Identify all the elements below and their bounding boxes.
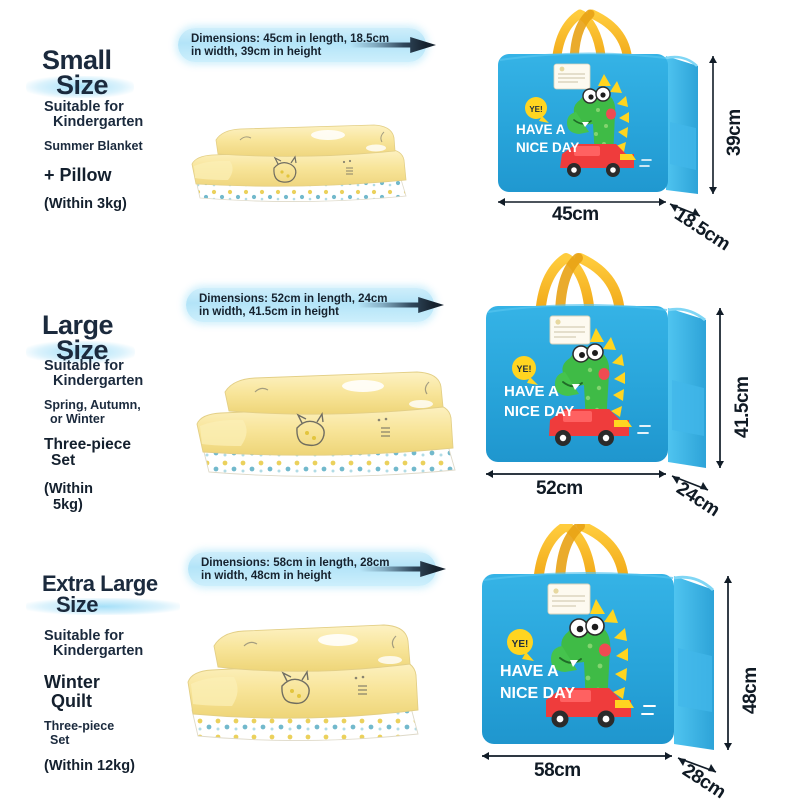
section-large-size: Large Size Dimensions: 52cm in length, 2…: [0, 252, 800, 521]
feature-line1: Three-piece: [44, 718, 115, 733]
size-title-extra-large: Extra Large Size: [26, 553, 180, 637]
weight-line2: 5kg): [53, 496, 83, 513]
size-title-small: Small Size: [26, 22, 133, 125]
dinosaur-graphic: [555, 328, 625, 424]
bedding-illustration: [196, 371, 456, 477]
feature-label: Three-piece Set: [44, 435, 143, 470]
dimension-banner-large: Dimensions: 52cm in length, 24cm in widt…: [186, 288, 444, 322]
bag-slogan-line1: HAVE A: [504, 383, 559, 400]
bag-illustration-extra-large: YE!: [462, 521, 800, 803]
dimension-arrows: [498, 56, 717, 217]
bag-slogan-line2: NICE DAY: [516, 140, 579, 155]
contents-line2: or Winter: [50, 411, 105, 426]
weight-label: (Within 5kg): [44, 481, 143, 513]
dim-width-label: 52cm: [536, 478, 583, 499]
size-title-line1: Small: [42, 44, 112, 75]
suitable-line2: Kindergarten: [53, 643, 144, 660]
size-title-large: Large Size: [25, 287, 136, 390]
bag-svg: YE!: [498, 9, 717, 217]
red-car-graphic: [546, 688, 656, 728]
weight-label: (Within 3kg): [44, 195, 143, 213]
svg-text:YE!: YE!: [516, 364, 531, 374]
contents-label: Summer Blanket: [44, 139, 143, 153]
contents-label: Winter Quilt: [44, 671, 143, 711]
bedding-stack-small: [178, 118, 418, 208]
dinosaur-graphic: [567, 74, 629, 158]
size-title-line2: Size: [25, 337, 136, 364]
suitable-line2: Kindergarten: [53, 114, 144, 131]
dim-height-label: 39cm: [724, 109, 745, 156]
speech-bubble-icon: YE!: [507, 629, 534, 661]
bag-label-card: [553, 63, 591, 90]
size-title-line1: Large: [42, 309, 114, 340]
suitable-line2: Kindergarten: [53, 373, 144, 390]
feature-line1: Three-piece: [44, 435, 132, 453]
weight-line1: (Within 12kg): [44, 757, 135, 774]
red-car-graphic: [560, 144, 652, 177]
svg-text:YE!: YE!: [512, 639, 529, 650]
bag-illustration-small: YE!: [470, 4, 800, 255]
suitable-line1: Suitable for: [44, 99, 124, 115]
suitable-label: Suitable for Kindergarten: [44, 358, 144, 390]
bedding-stack-large: [185, 362, 465, 487]
red-car-graphic: [549, 409, 651, 446]
suitable-line1: Suitable for: [44, 628, 124, 644]
bag-slogan-line2: NICE DAY: [504, 403, 574, 420]
contents-line1: Winter: [44, 671, 100, 692]
weight-label: (Within 12kg): [44, 757, 143, 775]
contents-line1: Summer Blanket: [44, 138, 143, 153]
bedding-stack-extra-large: [178, 620, 428, 750]
size-title-line2: Size: [26, 593, 180, 616]
feature-line1: + Pillow: [44, 164, 112, 185]
dimension-banner-extra-large: Dimensions: 58cm in length, 28cm in widt…: [188, 552, 446, 586]
suitable-line1: Suitable for: [44, 358, 124, 374]
banner-text: Dimensions: 52cm in length, 24cm in widt…: [199, 293, 388, 319]
bag-slogan-line2: NICE DAY: [500, 685, 575, 702]
feature-label: + Pillow: [44, 164, 143, 185]
dimension-arrows: [482, 576, 732, 773]
dim-width-label: 58cm: [534, 760, 581, 781]
bag-illustration-large: YE!: [462, 252, 800, 521]
contents-line2: Quilt: [51, 690, 92, 711]
dimension-banner-small: Dimensions: 45cm in length, 18.5cm in wi…: [178, 28, 436, 62]
spec-block-large: Suitable for Kindergarten Spring, Autumn…: [44, 358, 144, 514]
banner-text: Dimensions: 58cm in length, 28cm in widt…: [201, 557, 390, 583]
bedding-illustration: [191, 124, 407, 202]
section-small-size: Small Size Dimensions: 45cm in length, 1…: [0, 0, 800, 255]
bag-label-card: [547, 583, 591, 615]
feature-line2: Set: [51, 452, 76, 470]
bag-slogan-line1: HAVE A: [516, 122, 566, 137]
suitable-label: Suitable for Kindergarten: [44, 99, 144, 131]
size-title-line1: Extra Large: [42, 570, 158, 596]
bag-svg: YE!: [482, 521, 732, 773]
speech-bubble-icon: YE!: [512, 356, 538, 385]
feature-line2: Set: [50, 732, 70, 747]
bag-slogan-line1: HAVE A: [500, 663, 559, 680]
bedding-illustration: [187, 624, 419, 741]
section-extra-large-size: Extra Large Size Dimensions: 58cm in len…: [0, 521, 800, 803]
spec-block-small: Suitable for Kindergarten Summer Blanket…: [44, 99, 144, 213]
svg-text:YE!: YE!: [529, 105, 542, 114]
dim-height-label: 41.5cm: [732, 376, 753, 438]
bag-svg: YE!: [486, 253, 724, 491]
dimension-arrows: [486, 308, 724, 491]
weight-line1: (Within 3kg): [44, 195, 127, 212]
banner-text: Dimensions: 45cm in length, 18.5cm in wi…: [191, 33, 390, 59]
bag-label-card: [549, 315, 591, 345]
feature-label: Three-piece Set: [44, 719, 143, 747]
contents-label: Spring, Autumn, or Winter: [44, 398, 143, 426]
weight-line1: (Within: [44, 481, 93, 498]
suitable-label: Suitable for Kindergarten: [44, 628, 144, 660]
speech-bubble-icon: YE!: [525, 97, 549, 123]
size-title-line2: Size: [26, 72, 133, 99]
spec-block-extra-large: Suitable for Kindergarten Winter Quilt T…: [44, 628, 144, 775]
dinosaur-graphic: [551, 599, 628, 704]
dim-width-label: 45cm: [552, 204, 599, 225]
dim-height-label: 48cm: [740, 667, 761, 714]
contents-line1: Spring, Autumn,: [44, 397, 141, 412]
